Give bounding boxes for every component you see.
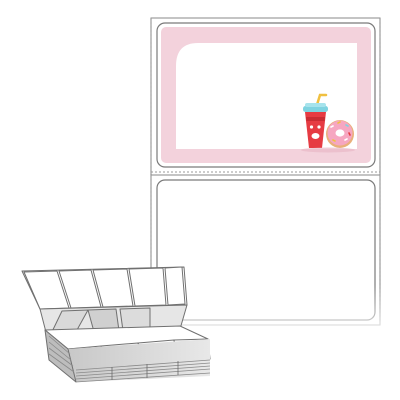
printed-label bbox=[156, 22, 376, 168]
soda-cup-and-donut-icon bbox=[301, 93, 355, 153]
fanfold-stack-icon bbox=[21, 266, 211, 383]
